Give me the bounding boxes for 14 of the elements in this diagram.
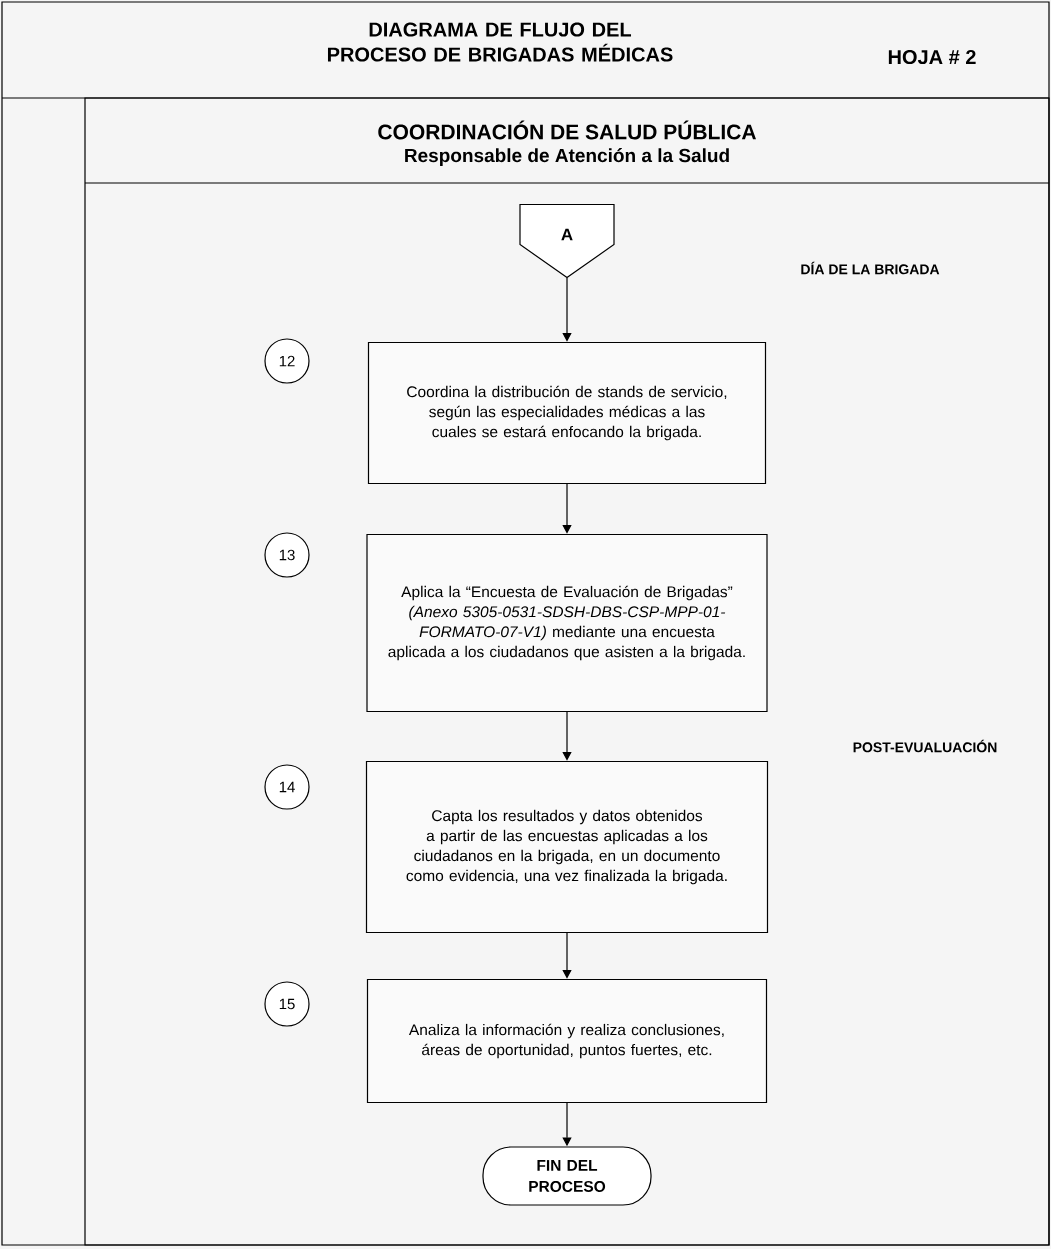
arrow bbox=[562, 711, 572, 761]
phase-label: DÍA DE LA BRIGADA bbox=[801, 261, 940, 275]
arrow bbox=[562, 483, 572, 534]
arrow bbox=[562, 932, 572, 979]
process-box: Analiza la información y realiza conclusiones, áreas de oportunidad, puntos fuertes, etc. bbox=[366, 978, 768, 1104]
arrow bbox=[562, 277, 572, 342]
terminator: FIN DEL PROCESO bbox=[482, 1146, 652, 1206]
process-box: Aplica la “Encuesta de Evaluación de Brigadas” (Anexo 5305-0531-SDSH-DBS-CSP-MPP-01-FORMATO-07-V1) mediante una encuesta aplicada a los ciudadanos que asisten a la brigada. bbox=[366, 533, 768, 713]
off-page-connector: A bbox=[519, 203, 615, 279]
sheet-number: HOJA # 2 bbox=[888, 49, 976, 65]
phase-label: POST-EVUALUACIÓN bbox=[853, 739, 997, 753]
process-box: Coordina la distribución de stands de servicio, según las especialidades médicas a las cuales se estará enfocando la brigada. bbox=[367, 341, 767, 485]
process-box: Capta los resultados y datos obtenidos a partir de las encuestas aplicadas a los ciudadanos en la brigada, en un documento como evidencia, una vez finalizada la brigada. bbox=[365, 760, 769, 934]
title: DIAGRAMA DE FLUJO DEL PROCESO DE BRIGADAS MÉDICAS bbox=[328, 22, 673, 62]
